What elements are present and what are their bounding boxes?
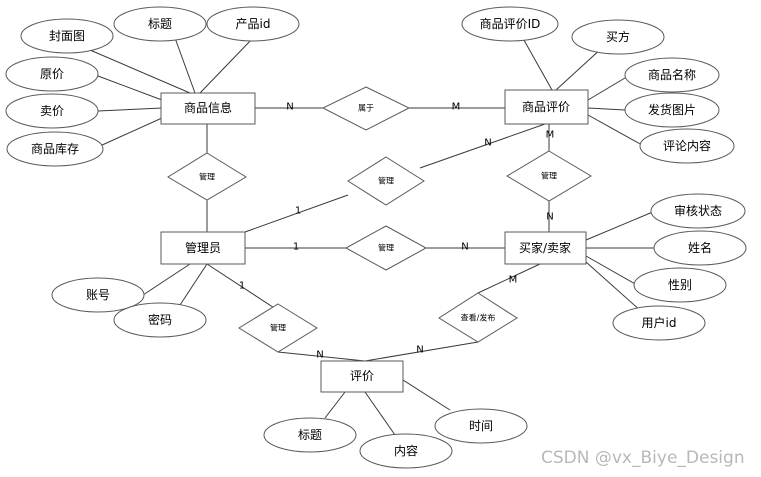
attr-original-price: 原价 bbox=[5, 56, 99, 92]
card-comment-user: N bbox=[416, 345, 423, 356]
svg-text:管理员: 管理员 bbox=[185, 240, 221, 255]
connector-lines bbox=[82, 32, 656, 436]
svg-text:查看/发布: 查看/发布 bbox=[461, 313, 496, 323]
attr-comment-time: 时间 bbox=[434, 408, 528, 444]
svg-text:属于: 属于 bbox=[358, 104, 374, 113]
attr-product-id: 产品id bbox=[206, 6, 300, 42]
card-belongs-review: M bbox=[452, 102, 461, 113]
attr-buyer: 买方 bbox=[571, 19, 665, 55]
relationship-manage-review: 管理 bbox=[347, 156, 425, 206]
svg-text:用户id: 用户id bbox=[642, 315, 677, 330]
entity-comment: 评价 bbox=[320, 360, 404, 393]
relationship-review-user: 管理 bbox=[506, 150, 592, 202]
svg-text:标题: 标题 bbox=[148, 17, 172, 31]
attr-name: 姓名 bbox=[653, 230, 747, 266]
attr-gender: 性别 bbox=[633, 267, 727, 303]
svg-text:买家/卖家: 买家/卖家 bbox=[519, 240, 571, 255]
card-product-belongs: N bbox=[286, 102, 293, 113]
attr-review-status: 审核状态 bbox=[650, 193, 746, 229]
svg-text:性别: 性别 bbox=[668, 278, 692, 292]
card-review-admin: N bbox=[484, 138, 491, 149]
card-admin-review: 1 bbox=[295, 206, 301, 217]
card-review-user: M bbox=[546, 130, 555, 141]
svg-text:商品评价: 商品评价 bbox=[522, 99, 570, 114]
relationship-manage-comment: 管理 bbox=[238, 303, 318, 353]
attr-review-id: 商品评价ID bbox=[461, 6, 559, 42]
attr-stock: 商品库存 bbox=[6, 131, 104, 167]
svg-text:时间: 时间 bbox=[469, 419, 493, 433]
relationship-view-publish: 查看/发布 bbox=[438, 292, 518, 343]
svg-text:姓名: 姓名 bbox=[688, 240, 712, 255]
svg-text:管理: 管理 bbox=[270, 323, 286, 333]
svg-text:商品名称: 商品名称 bbox=[648, 67, 696, 82]
svg-text:商品库存: 商品库存 bbox=[31, 141, 79, 156]
attr-product-title: 标题 bbox=[113, 6, 207, 42]
svg-text:内容: 内容 bbox=[394, 443, 418, 458]
attr-cover-image: 封面图 bbox=[20, 18, 114, 54]
entity-buyer-seller: 买家/卖家 bbox=[504, 231, 587, 265]
attr-password: 密码 bbox=[113, 302, 207, 338]
attr-review-content: 评论内容 bbox=[639, 128, 735, 164]
svg-text:卖价: 卖价 bbox=[40, 104, 64, 118]
svg-text:评价: 评价 bbox=[350, 369, 374, 383]
svg-text:商品信息: 商品信息 bbox=[184, 100, 232, 115]
svg-text:管理: 管理 bbox=[541, 171, 557, 181]
svg-text:商品评价ID: 商品评价ID bbox=[480, 16, 541, 31]
attr-account: 账号 bbox=[51, 277, 145, 313]
svg-text:管理: 管理 bbox=[378, 176, 394, 186]
card-user-comment: M bbox=[509, 275, 518, 286]
attr-shipping-image: 发货图片 bbox=[624, 92, 720, 128]
svg-text:管理: 管理 bbox=[199, 172, 215, 182]
relationship-belongs: 属于 bbox=[321, 86, 411, 131]
svg-text:管理: 管理 bbox=[378, 243, 394, 253]
card-user-review: N bbox=[546, 212, 553, 223]
watermark: CSDN @vx_Biye_Design bbox=[541, 448, 745, 468]
svg-text:发货图片: 发货图片 bbox=[648, 102, 696, 117]
svg-text:买方: 买方 bbox=[606, 29, 630, 44]
entity-product-info: 商品信息 bbox=[160, 92, 256, 125]
attr-comment-content: 内容 bbox=[359, 433, 453, 469]
svg-text:产品id: 产品id bbox=[236, 17, 271, 31]
svg-text:账号: 账号 bbox=[86, 288, 110, 302]
card-admin-comment: 1 bbox=[239, 281, 245, 292]
attr-product-name: 商品名称 bbox=[624, 57, 720, 93]
entity-product-review: 商品评价 bbox=[504, 89, 589, 125]
svg-text:封面图: 封面图 bbox=[49, 29, 85, 43]
entity-admin: 管理员 bbox=[160, 231, 246, 265]
attr-sale-price: 卖价 bbox=[5, 93, 99, 129]
card-comment-admin: N bbox=[316, 350, 323, 361]
svg-text:标题: 标题 bbox=[298, 428, 322, 442]
card-user-admin: N bbox=[461, 242, 468, 253]
attr-comment-title: 标题 bbox=[263, 417, 357, 453]
cardinality-labels: N M 1 N M N 1 N 1 N N M bbox=[239, 102, 555, 361]
relationship-manage-user: 管理 bbox=[344, 225, 428, 271]
svg-text:审核状态: 审核状态 bbox=[674, 203, 722, 218]
attr-user-id: 用户id bbox=[612, 305, 706, 341]
relationship-manage-product: 管理 bbox=[167, 152, 247, 201]
svg-text:评论内容: 评论内容 bbox=[663, 138, 711, 153]
card-admin-user: 1 bbox=[293, 242, 299, 253]
svg-text:原价: 原价 bbox=[40, 67, 64, 81]
svg-text:密码: 密码 bbox=[148, 312, 172, 327]
